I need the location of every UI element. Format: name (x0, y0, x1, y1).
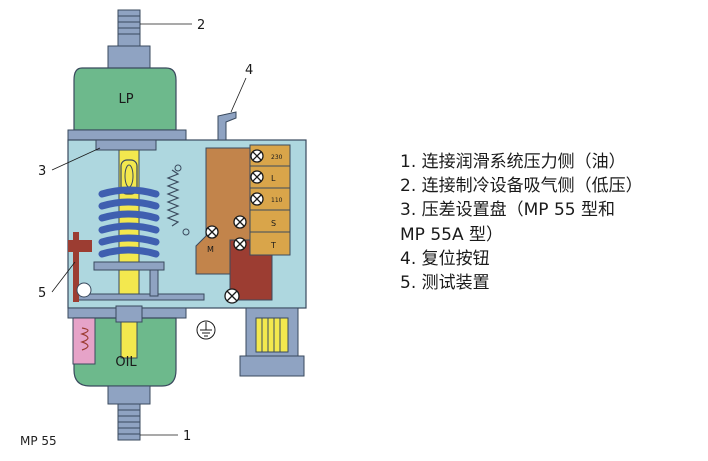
terminal-screws (205, 149, 264, 304)
lp-label: LP (118, 92, 133, 107)
inner-frame (95, 139, 157, 151)
terminal-label-t: T (270, 241, 276, 250)
lever-bracket (149, 269, 159, 297)
leader-lines (51, 23, 247, 436)
oil-label: OIL (115, 355, 137, 370)
top-pipe-connector (107, 9, 151, 69)
terminal-label-s: S (271, 219, 276, 228)
pink-bellows (72, 317, 96, 365)
main-spring (98, 186, 160, 258)
callout-1: 1 (183, 429, 191, 444)
callout-4: 4 (245, 63, 253, 78)
legend-item-1: 1. 连接润滑系统压力侧（油） (400, 152, 626, 172)
upper-flange (67, 129, 187, 141)
legend-item-2: 2. 连接制冷设备吸气侧（低压） (400, 176, 643, 197)
spring-plate (93, 261, 165, 271)
spindle-head (120, 159, 138, 195)
test-device (68, 232, 92, 302)
lever-arm (75, 293, 205, 301)
callout-5: 5 (38, 286, 46, 301)
bellows-nut (115, 305, 143, 323)
model-label: MP 55 (20, 434, 57, 448)
legend-item-4: 4. 复位按钮 (400, 248, 490, 269)
callout-2: 2 (197, 18, 205, 33)
oil-spindle (120, 317, 138, 359)
cable-gland (239, 307, 305, 377)
terminal-label-l: L (271, 174, 276, 183)
legend-item-3-continued: MP 55A 型） (400, 224, 503, 245)
relay-label-m: M (207, 245, 214, 254)
legend-item-5: 5. 测试装置 (400, 273, 490, 294)
reset-button (217, 111, 237, 141)
terminal-label-230: 230 (271, 154, 283, 161)
ground-icon (196, 320, 216, 340)
callout-3: 3 (38, 164, 46, 179)
legend-item-3: 3. 压差设置盘（MP 55 型和 (400, 200, 615, 221)
tension-spring (166, 169, 180, 227)
parts-legend: 1. 连接润滑系统压力侧（油） 2. 连接制冷设备吸气侧（低压） 3. 压差设置… (400, 150, 700, 295)
terminal-label-110: 110 (271, 197, 283, 204)
bottom-pipe-connector (107, 385, 151, 441)
